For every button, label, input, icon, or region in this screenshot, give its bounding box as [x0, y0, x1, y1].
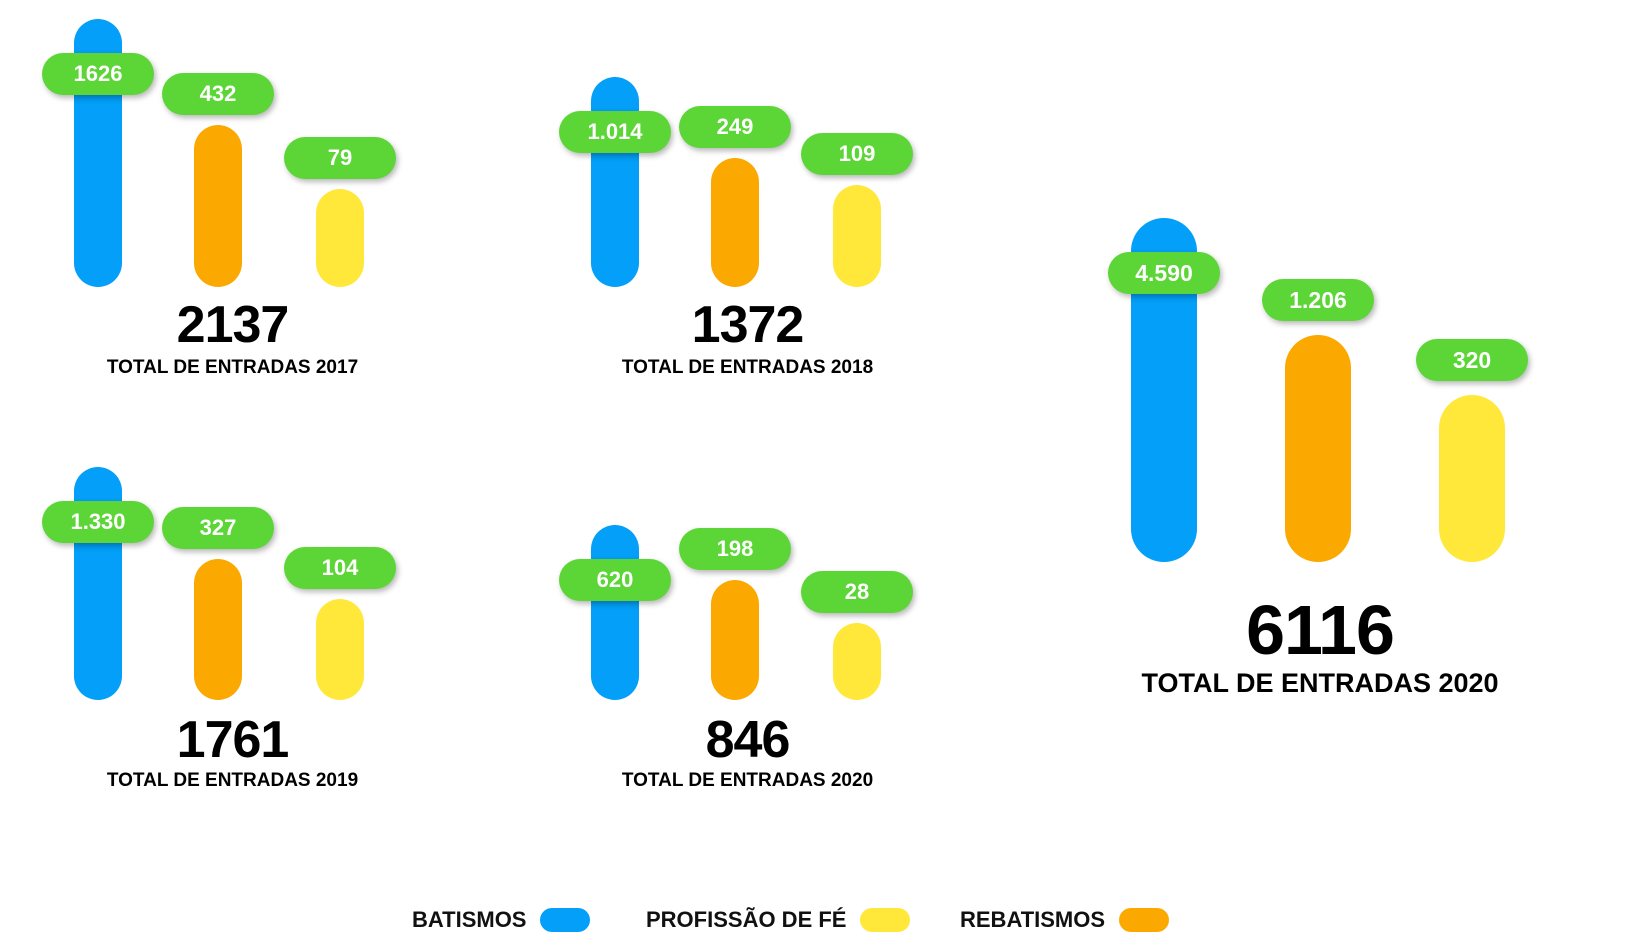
data-label-batismos: 1626	[42, 53, 154, 95]
data-label-profissao: 109	[801, 132, 913, 175]
data-label-batismos: 1.330	[42, 501, 154, 544]
total-value: 1372	[691, 296, 805, 354]
bar-profissao	[833, 623, 881, 700]
data-label-profissao: 320	[1416, 338, 1528, 381]
legend-swatch-yellow	[860, 908, 911, 932]
legend-label: BATISMOS	[412, 907, 527, 932]
data-label-profissao: 104	[284, 546, 396, 589]
chart-total: 4.590 1.206 320 6116 TOTAL DE ENTRADAS 202…	[1100, 200, 1540, 720]
data-label-batismos: 4.590	[1108, 252, 1220, 294]
bar-profissao	[316, 188, 364, 287]
legend: BATISMOS PROFISSÃO DE FÉ REBATISMOS	[0, 900, 1638, 940]
bar-rebatismos	[194, 124, 242, 287]
total-caption: TOTAL DE ENTRADAS 2020	[1141, 668, 1499, 698]
bar-profissao	[833, 184, 881, 287]
total-value: 6116	[1246, 591, 1395, 669]
bar-rebatismos	[194, 559, 242, 700]
bar-batismos	[591, 525, 639, 700]
total-caption: TOTAL DE ENTRADAS 2017	[106, 357, 359, 378]
bar-rebatismos	[711, 157, 759, 287]
bar-rebatismos	[711, 579, 759, 700]
total-value: 1761	[176, 711, 290, 769]
total-caption: TOTAL DE ENTRADAS 2018	[621, 357, 874, 378]
legend-swatch-blue	[540, 908, 591, 932]
total-value: 2137	[176, 296, 290, 354]
bar-profissao	[316, 598, 364, 700]
legend-swatch-orange	[1119, 908, 1170, 932]
bar-profissao	[1439, 394, 1505, 562]
legend-label: REBATISMOS	[960, 907, 1106, 932]
legend-item-profissao: PROFISSÃO DE FÉ	[646, 900, 911, 940]
data-label-rebatismos: 198	[679, 527, 791, 570]
bar-batismos	[591, 77, 639, 287]
data-label-rebatismos: 249	[679, 105, 791, 148]
data-label-batismos: 620	[559, 559, 671, 602]
data-label-rebatismos: 432	[162, 72, 274, 115]
data-label-rebatismos: 327	[162, 507, 274, 550]
data-label-profissao: 28	[801, 571, 913, 614]
data-label-batismos: 1.014	[559, 111, 671, 154]
legend-item-batismos: BATISMOS	[412, 900, 591, 940]
total-caption: TOTAL DE ENTRADAS 2019	[106, 770, 359, 791]
data-label-profissao: 79	[284, 136, 396, 179]
total-value: 846	[705, 711, 791, 769]
total-caption: TOTAL DE ENTRADAS 2020	[621, 770, 874, 791]
data-label-rebatismos: 1.206	[1262, 278, 1374, 321]
bar-rebatismos	[1285, 334, 1351, 562]
legend-item-rebatismos: REBATISMOS	[960, 900, 1170, 940]
legend-label: PROFISSÃO DE FÉ	[646, 907, 847, 932]
